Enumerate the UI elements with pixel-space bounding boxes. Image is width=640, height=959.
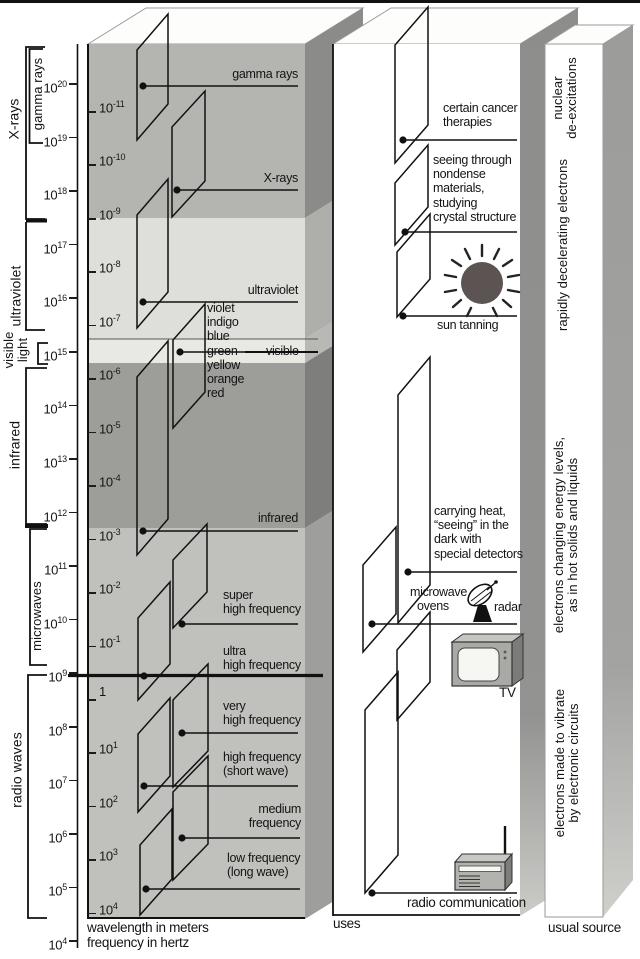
scale-tick — [69, 940, 78, 942]
uses-band-planes — [362, 4, 431, 896]
scale-tick — [69, 618, 78, 621]
scale-tick — [88, 111, 96, 113]
scale-tick — [88, 859, 96, 861]
uses-slab — [331, 4, 580, 916]
scale-tick — [69, 351, 78, 353]
scale-tick — [69, 565, 78, 567]
scale-tick — [69, 243, 78, 246]
scale-tick — [69, 511, 78, 514]
scale-tick — [88, 431, 96, 434]
scale-tick — [88, 538, 96, 541]
scale-tick — [69, 83, 78, 85]
radio-icon — [453, 826, 514, 892]
band-brackets — [25, 46, 48, 919]
spectrum-callout-lines — [68, 85, 323, 890]
visible-strike-line — [245, 351, 318, 353]
scale-tick — [69, 404, 78, 407]
sun-icon — [443, 243, 521, 318]
source-slab — [543, 24, 635, 918]
figure-top-border — [0, 0, 640, 3]
scale-tick — [69, 297, 78, 300]
scale-tick — [69, 779, 78, 782]
scale-tick — [88, 217, 96, 220]
scale-tick — [88, 271, 96, 273]
scale-tick — [69, 833, 78, 835]
spectrum-callout-dots — [139, 82, 186, 893]
radar-dish-icon — [467, 580, 498, 622]
scale-tick — [69, 672, 78, 674]
scale-tick — [88, 698, 96, 701]
scale-tick — [88, 164, 96, 167]
uses-callout-dots — [368, 136, 412, 897]
scale-tick — [88, 485, 96, 487]
scale-tick — [69, 886, 78, 889]
scale-tick — [88, 324, 96, 327]
uses-callout-lines — [372, 139, 517, 894]
scale-tick — [69, 190, 78, 192]
scale-tick — [69, 458, 78, 460]
scale-tick — [88, 752, 96, 755]
tv-icon — [450, 633, 525, 687]
scale-tick — [88, 912, 96, 915]
scale-tick — [88, 592, 96, 594]
scale-tick — [88, 378, 96, 380]
scale-tick — [69, 136, 78, 139]
scale-tick — [88, 645, 96, 648]
scale-tick — [69, 725, 78, 728]
spectrum-slab — [25, 7, 365, 948]
scale-tick — [88, 805, 96, 808]
